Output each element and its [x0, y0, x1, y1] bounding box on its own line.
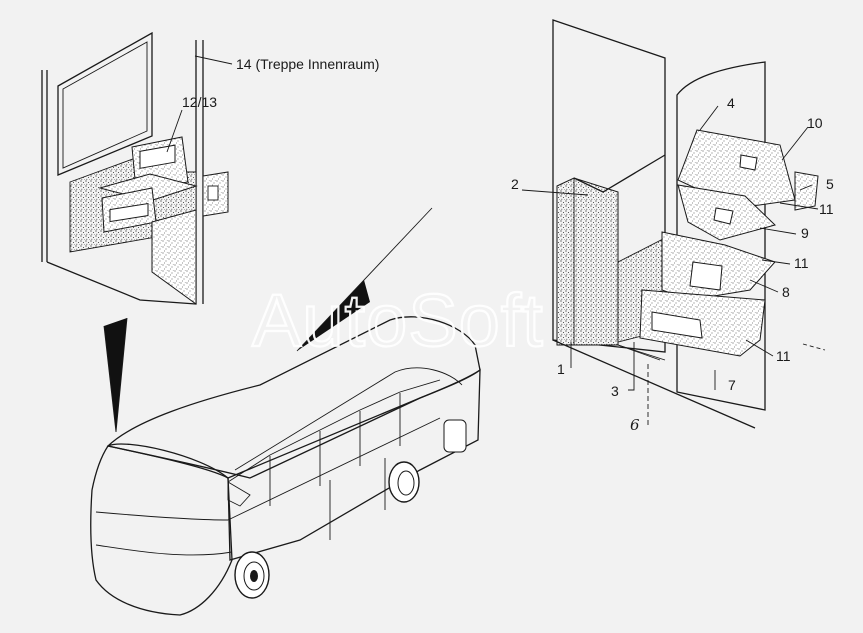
watermark: AutoSoft: [252, 279, 544, 362]
label-11-c: 11: [776, 348, 791, 364]
label-4: 4: [727, 95, 735, 111]
label-5: 5: [826, 176, 834, 192]
label-7: 7: [728, 377, 736, 393]
interior-stair-view: [41, 31, 229, 305]
label-6: 6: [630, 416, 640, 434]
label-2: 2: [511, 176, 519, 192]
label-3: 3: [611, 383, 619, 399]
label-9: 9: [801, 225, 809, 241]
view-direction-arrows: [103, 207, 433, 433]
label-10: 10: [807, 115, 823, 131]
stair-assembly-exploded: [552, 19, 819, 429]
label-14: 14 (Treppe Innenraum): [236, 56, 379, 72]
label-11-b: 11: [794, 255, 809, 271]
label-11-a: 11: [819, 201, 834, 217]
label-8: 8: [782, 284, 790, 300]
bus-illustration: [90, 316, 481, 616]
label-12-13: 12/13: [182, 94, 217, 110]
label-1: 1: [557, 361, 565, 377]
